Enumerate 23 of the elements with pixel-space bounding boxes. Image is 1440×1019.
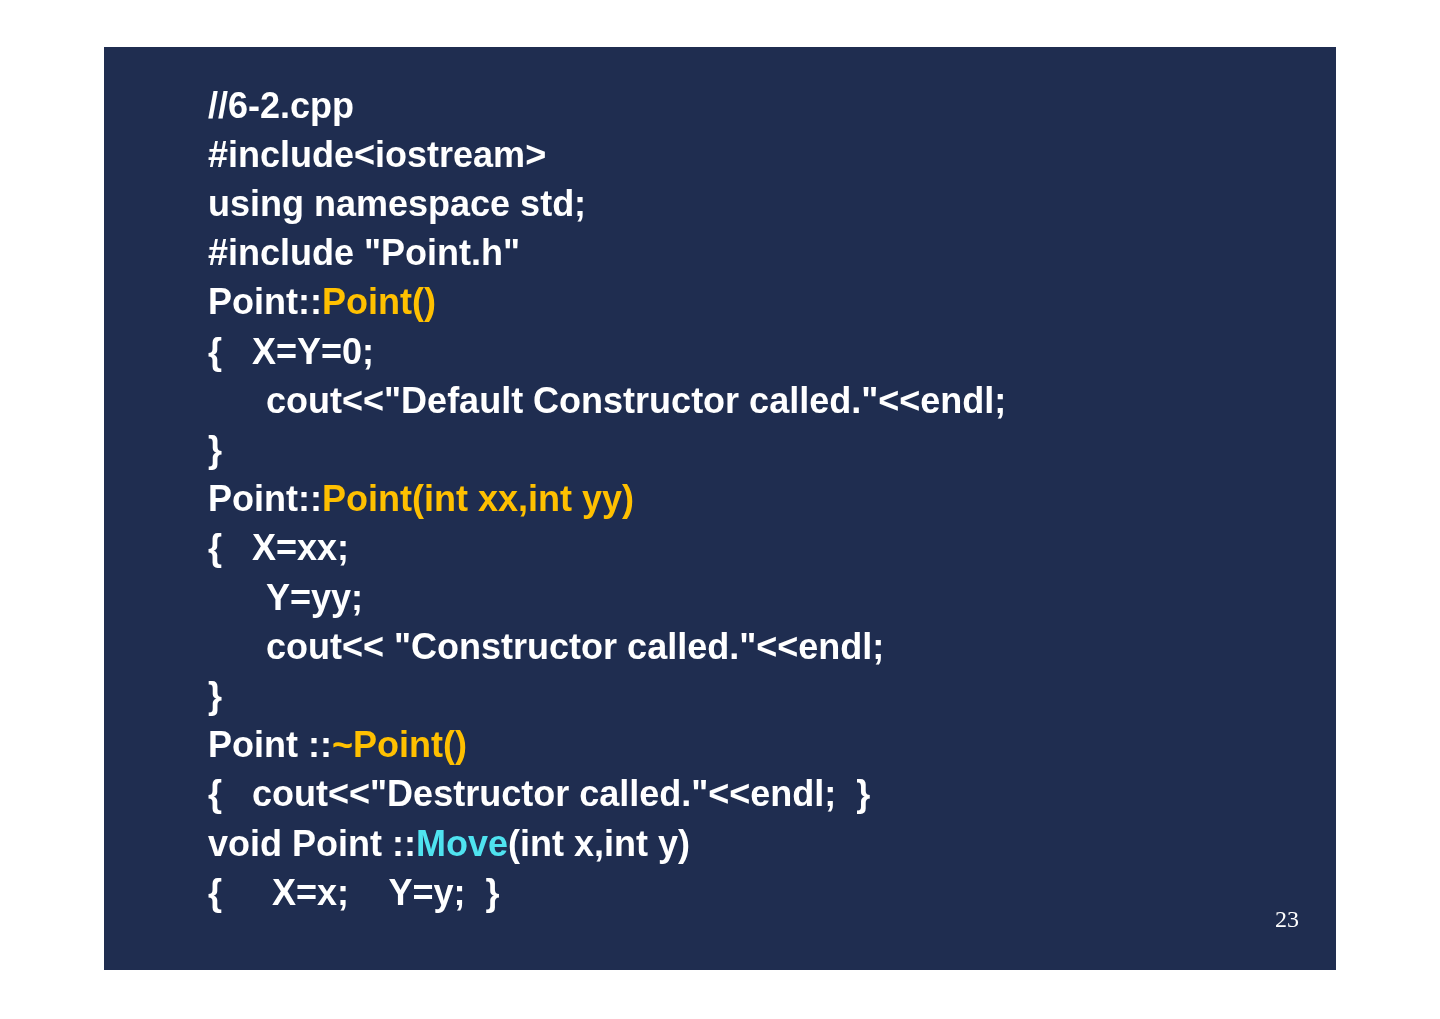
code-text: //6-2.cpp: [208, 84, 355, 127]
code-text: Move: [415, 822, 508, 865]
code-text: using namespace std;: [208, 182, 587, 225]
code-text: #include<iostream>: [208, 133, 547, 176]
code-text: Y=yy;: [266, 576, 364, 619]
code-text: { X=Y=0;: [208, 330, 375, 373]
code-text: Point(int xx,int yy): [321, 478, 634, 521]
code-text: { X=xx;: [208, 527, 350, 570]
code-text: }: [208, 428, 222, 471]
code-text: ~Point(): [331, 724, 467, 767]
code-text: cout<< "Constructor called."<<endl;: [266, 625, 885, 668]
code-text: { X=x; Y=y; }: [208, 871, 500, 914]
page-number: 23: [1275, 906, 1299, 933]
code-text: (int x,int y): [508, 822, 690, 865]
code-text: }: [208, 674, 222, 717]
code-text: void Point ::: [208, 822, 416, 865]
code-text: Point ::: [208, 724, 332, 767]
code-text: Point::: [208, 478, 322, 521]
code-text: Point::: [208, 281, 322, 324]
code-text: #include "Point.h": [208, 232, 521, 275]
code-text: cout<<"Default Constructor called."<<endl;: [266, 379, 1007, 422]
code-text: Point(): [321, 281, 436, 324]
code-text: { cout<<"Destructor called."<<endl; }: [208, 773, 871, 816]
